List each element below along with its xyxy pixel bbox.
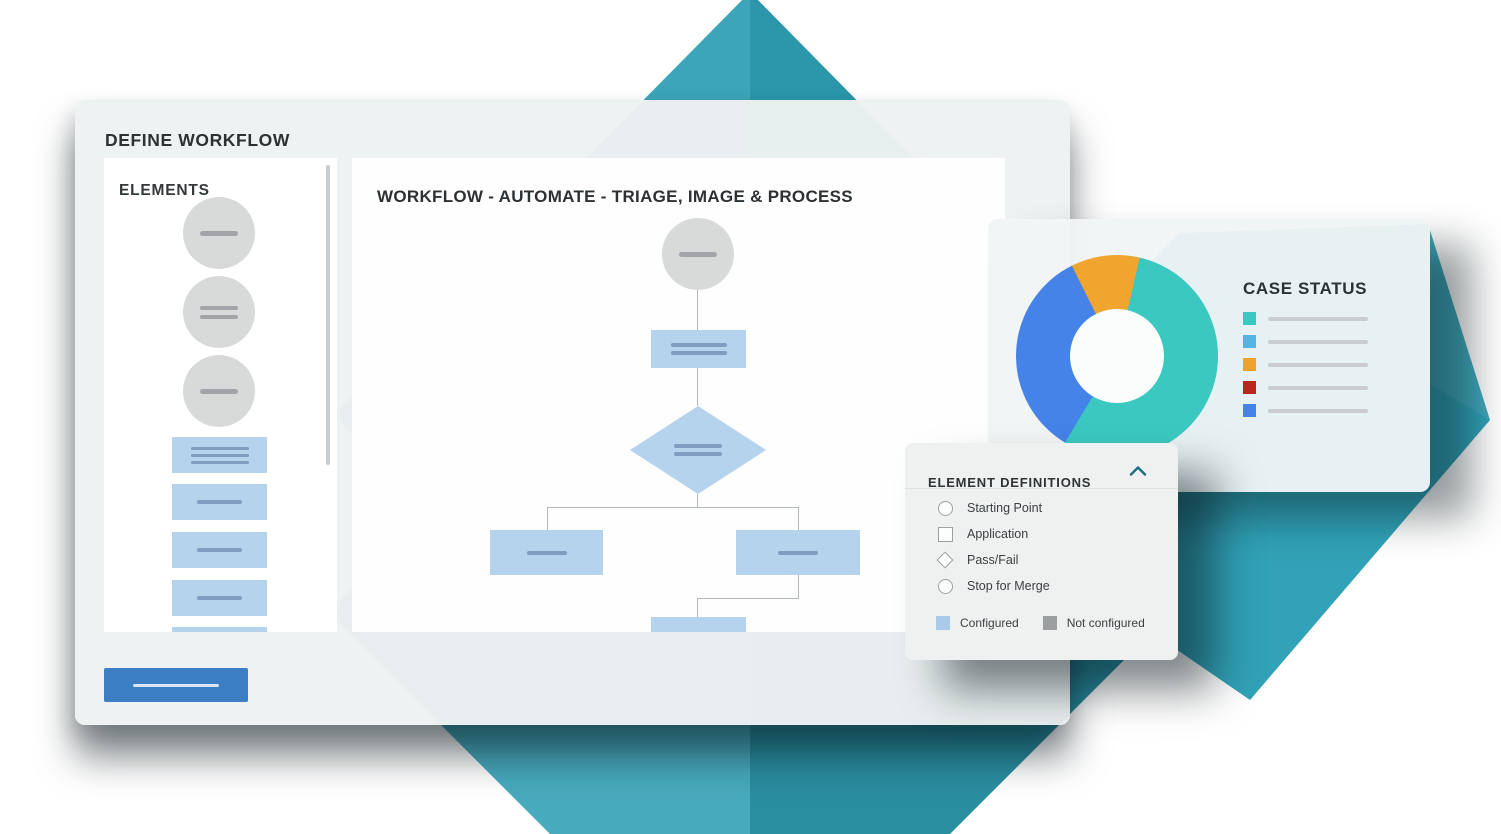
element-definitions-title: ELEMENT DEFINITIONS [928, 474, 1092, 490]
configured-swatch [936, 616, 950, 630]
placeholder-line [197, 548, 242, 552]
placeholder-line [190, 453, 249, 457]
legend-swatch-orange [1243, 358, 1256, 371]
connector-line [547, 507, 548, 530]
placeholder-line [190, 460, 249, 464]
placeholder-line [200, 314, 238, 319]
elements-scrollbar[interactable] [326, 165, 330, 465]
placeholder-line [200, 388, 238, 394]
flow-node-bottom[interactable] [651, 617, 746, 632]
configuration-legend: Configured Not configured [936, 616, 1145, 630]
definition-application: Application [935, 521, 1050, 547]
square-icon [935, 526, 955, 542]
placeholder-line [197, 596, 242, 600]
placeholder-line [190, 446, 249, 450]
element-definitions-list: Starting Point Application Pass/Fail Sto… [935, 495, 1050, 599]
connector-line [697, 368, 698, 406]
button-placeholder-label [133, 683, 219, 687]
placeholder-line [679, 251, 717, 257]
case-status-title: CASE STATUS [1243, 279, 1368, 299]
placeholder-line [1268, 339, 1368, 344]
not-configured-swatch [1042, 616, 1057, 630]
palette-tile-item-3[interactable] [172, 532, 267, 568]
elements-panel: ELEMENTS [104, 158, 337, 632]
connector-line [698, 598, 799, 599]
legend-row [1243, 358, 1368, 371]
flow-node-branch-left[interactable] [490, 530, 603, 575]
connector-line [798, 507, 799, 530]
definition-label: Application [967, 527, 1029, 541]
case-status-legend [1243, 312, 1368, 417]
legend-row [1243, 404, 1368, 417]
connector-line [697, 494, 698, 507]
placeholder-line [1268, 316, 1368, 321]
legend-swatch-skyblue [1243, 335, 1256, 348]
palette-tile-item-4[interactable] [172, 580, 267, 616]
circle-icon [935, 578, 955, 594]
legend-swatch-teal [1243, 312, 1256, 325]
page-title: DEFINE WORKFLOW [105, 129, 290, 150]
definition-pass-fail: Pass/Fail [935, 547, 1050, 573]
define-workflow-window: DEFINE WORKFLOW ELEMENTS [75, 100, 1070, 725]
connector-line [697, 598, 698, 617]
legend-swatch-blue [1243, 404, 1256, 417]
placeholder-line [1268, 362, 1368, 367]
placeholder-line [670, 343, 727, 347]
placeholder-line [1268, 385, 1368, 390]
divider [905, 488, 1178, 489]
definition-starting-point: Starting Point [935, 495, 1050, 521]
definition-label: Pass/Fail [967, 553, 1019, 567]
placeholder-line [778, 550, 818, 555]
palette-tile-item-5[interactable] [172, 627, 267, 632]
placeholder-line [200, 305, 238, 310]
connector-line [798, 575, 799, 598]
placeholder-line [674, 444, 722, 448]
connector-line [697, 290, 698, 330]
legend-row [1243, 381, 1368, 394]
save-workflow-button[interactable] [104, 668, 248, 702]
not-configured-label: Not configured [1066, 616, 1145, 630]
placeholder-line [1268, 408, 1368, 413]
placeholder-line [526, 550, 567, 555]
workflow-canvas[interactable]: WORKFLOW - AUTOMATE - TRIAGE, IMAGE & PR… [352, 158, 1005, 632]
palette-circle-item-3[interactable] [183, 355, 255, 427]
palette-circle-item-1[interactable] [183, 197, 255, 269]
configured-label: Configured [960, 616, 1019, 630]
legend-row [1243, 335, 1368, 348]
flow-node-application-1[interactable] [651, 330, 746, 368]
flow-node-passfail[interactable] [630, 406, 766, 494]
definition-stop-for-merge: Stop for Merge [935, 573, 1050, 599]
palette-circle-item-2[interactable] [183, 276, 255, 348]
donut-hole [1070, 309, 1164, 403]
elements-panel-title: ELEMENTS [119, 181, 210, 199]
workflow-canvas-title: WORKFLOW - AUTOMATE - TRIAGE, IMAGE & PR… [377, 187, 853, 207]
flow-node-start[interactable] [662, 218, 734, 290]
palette-tile-item-2[interactable] [172, 484, 267, 520]
legend-row [1243, 312, 1368, 325]
placeholder-line [674, 452, 722, 456]
element-definitions-panel: ELEMENT DEFINITIONS Starting Point Appli… [905, 443, 1178, 660]
case-status-donut [1016, 255, 1218, 457]
placeholder-line [200, 230, 238, 236]
legend-swatch-red [1243, 381, 1256, 394]
definition-label: Stop for Merge [967, 579, 1050, 593]
diamond-icon [935, 551, 955, 569]
chevron-up-icon[interactable] [1129, 464, 1147, 476]
palette-tile-item-1[interactable] [172, 437, 267, 473]
placeholder-line [197, 500, 242, 504]
placeholder-line [670, 351, 727, 355]
connector-line [547, 507, 799, 508]
circle-icon [935, 500, 955, 516]
definition-label: Starting Point [967, 501, 1043, 515]
flow-node-branch-right[interactable] [736, 530, 860, 575]
